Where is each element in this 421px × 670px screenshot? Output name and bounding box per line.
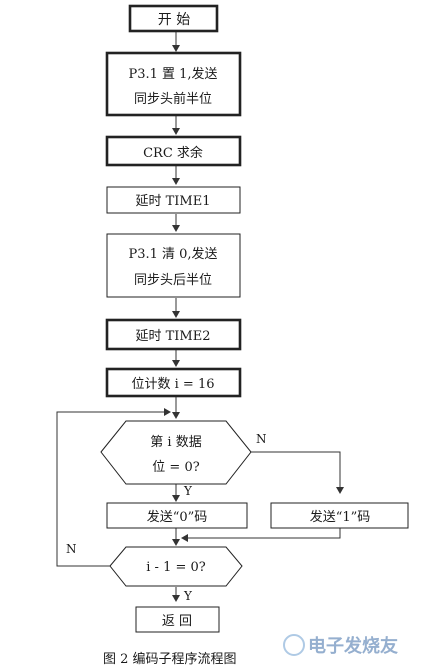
figure-caption: 图 2 编码子程序流程图: [103, 652, 237, 667]
init-box: [105, 367, 242, 398]
step1-line1: P3.1 置 1,发送: [128, 66, 217, 82]
decision2-label: i - 1 = 0?: [146, 560, 206, 575]
decision2-shape: [109, 546, 243, 587]
decision2-node: i - 1 = 0?: [109, 546, 243, 587]
decision2-no-label: N: [66, 542, 77, 556]
init-label: 位计数 i = 16: [132, 377, 215, 392]
step2-box: [106, 233, 241, 298]
decision2-yes-label: Y: [183, 589, 193, 603]
delay2-node: 延时 TIME2: [105, 318, 242, 351]
decision1-node: 第 i 数据 位 = 0?: [100, 420, 252, 485]
delay1-node: 延时 TIME1: [106, 186, 241, 214]
step2-line1: P3.1 清 0,发送: [128, 246, 217, 262]
delay2-label: 延时 TIME2: [135, 329, 210, 344]
step1-node: P3.1 置 1,发送 同步头前半位: [105, 51, 242, 117]
step2-line2: 同步头后半位: [134, 273, 212, 288]
init-node: 位计数 i = 16: [105, 367, 242, 398]
crc-label: CRC 求余: [143, 145, 203, 161]
step1-box: [105, 51, 242, 117]
decision1-yes-label: Y: [183, 484, 193, 498]
start-box: [128, 4, 219, 33]
decision1-line2: 位 = 0?: [152, 460, 199, 475]
arrow-decision1-send1: [251, 451, 344, 494]
connectors: [56, 32, 344, 602]
delay1-label: 延时 TIME1: [135, 194, 210, 209]
watermark: 电子发烧友: [283, 634, 398, 657]
crc-box: [105, 135, 242, 167]
return-box: [135, 606, 220, 633]
step2-node: P3.1 清 0,发送 同步头后半位: [106, 233, 241, 298]
delay2-box: [105, 318, 242, 351]
arrow-loop-back: [56, 408, 171, 567]
send0-node: 发送“0”码: [106, 502, 248, 529]
start-node: 开 始: [128, 4, 219, 33]
send0-label: 发送“0”码: [147, 509, 208, 525]
send0-box: [106, 502, 248, 529]
return-label: 返 回: [162, 614, 192, 629]
step1-line2: 同步头前半位: [134, 91, 212, 107]
send1-box: [270, 502, 409, 529]
decision1-line1: 第 i 数据: [150, 435, 201, 450]
return-node: 返 回: [135, 606, 220, 633]
watermark-text: 电子发烧友: [308, 635, 398, 657]
arrow-send1-merge: [181, 528, 341, 542]
delay1-box: [106, 186, 241, 214]
send1-node: 发送“1”码: [270, 502, 409, 529]
decision1-no-label: N: [256, 432, 267, 446]
watermark-logo-icon: [283, 634, 305, 656]
send1-label: 发送“1”码: [310, 509, 371, 525]
start-label: 开 始: [158, 12, 190, 28]
decision1-shape: [100, 420, 252, 485]
crc-node: CRC 求余: [105, 135, 242, 167]
